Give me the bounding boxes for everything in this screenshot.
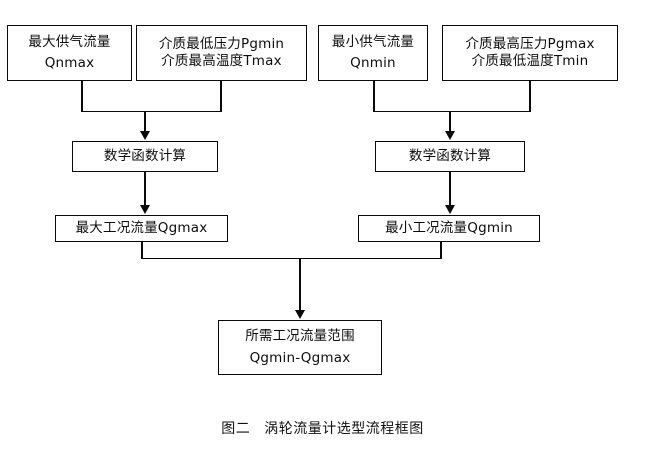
node-max-temp-line: 介质最高温度Tmax: [161, 53, 282, 69]
node-min-supply-flow: 最小供气流量 Qnmin: [318, 25, 428, 81]
edge-left-merge-stem: [144, 110, 146, 133]
node-max-pressure-line: 介质最高压力Pgmax: [465, 35, 595, 52]
node-min-supply-flow-line2: Qnmin: [350, 54, 396, 71]
node-math-calculation-right-label: 数学函数计算: [408, 147, 492, 164]
node-math-calculation-left-label: 数学函数计算: [103, 147, 187, 164]
node-max-pressure-min-temp: 介质最高压力Pgmax 介质最低温度Tmin: [442, 25, 618, 81]
arrowhead-to-qgmin: [444, 205, 455, 214]
edge-qnmin-down: [373, 81, 375, 112]
node-min-working-flow-label: 最小工况流量Qgmin: [385, 219, 513, 236]
node-math-calculation-right: 数学函数计算: [375, 141, 525, 172]
edge-right-merge-stem: [449, 110, 451, 133]
arrowhead-to-required-range: [294, 310, 305, 319]
edge-qgmax-down: [141, 242, 143, 259]
arrowhead-to-math-right: [444, 131, 455, 140]
edge-left-merge-bar: [81, 110, 222, 113]
edge-right-merge-bar: [373, 110, 531, 113]
node-min-pressure-max-temp: 介质最低压力Pgmin 介质最高温度Tmax: [136, 25, 307, 81]
edge-math-left-to-qgmax: [144, 172, 146, 205]
figure-caption: 图二涡轮流量计选型流程框图: [0, 418, 645, 438]
arrowhead-to-math-left: [139, 131, 150, 140]
node-max-supply-flow-line2: Qnmax: [44, 54, 95, 71]
node-required-flow-range-line1: 所需工况流量范围: [245, 327, 355, 344]
node-max-working-flow-label: 最大工况流量Qgmax: [75, 219, 208, 236]
edge-bottom-merge-bar: [141, 257, 442, 260]
node-math-calculation-left: 数学函数计算: [72, 141, 218, 172]
node-required-flow-range-line2: Qgmin-Qgmax: [249, 350, 351, 366]
node-max-supply-flow: 最大供气流量 Qnmax: [7, 25, 132, 81]
node-max-supply-flow-line1: 最大供气流量: [28, 34, 111, 51]
edge-pgmin-down: [220, 81, 222, 112]
node-min-temp-line: 介质最低温度Tmin: [471, 53, 589, 69]
node-max-working-flow: 最大工况流量Qgmax: [55, 215, 228, 242]
edge-pgmax-down: [529, 81, 531, 112]
figure-caption-title: 涡轮流量计选型流程框图: [264, 421, 424, 437]
edge-qnmax-down: [81, 81, 83, 112]
edge-qgmin-down: [440, 242, 442, 259]
figure-caption-label: 图二: [221, 421, 251, 437]
node-required-flow-range: 所需工况流量范围 Qgmin-Qgmax: [218, 320, 382, 375]
node-min-pressure-line: 介质最低压力Pgmin: [158, 35, 285, 52]
arrowhead-to-qgmax: [139, 205, 150, 214]
edge-math-right-to-qgmin: [449, 172, 451, 205]
node-min-working-flow: 最小工况流量Qgmin: [358, 215, 540, 242]
node-min-supply-flow-line1: 最小供气流量: [331, 34, 415, 51]
edge-bottom-merge-stem: [299, 257, 301, 311]
